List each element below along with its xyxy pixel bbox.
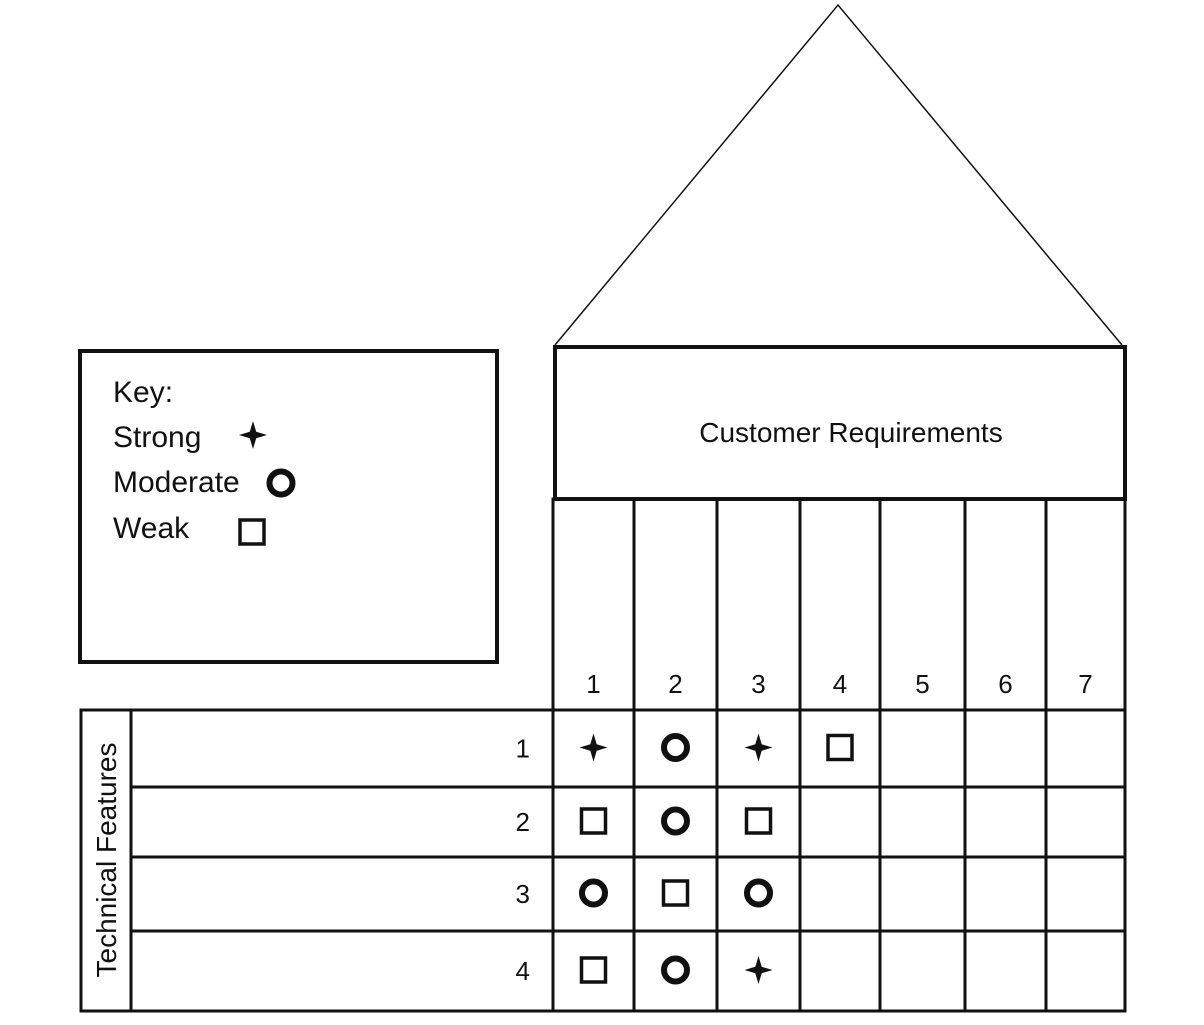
relationship-matrix (579, 733, 854, 985)
row-label: 3 (516, 879, 530, 909)
roof (554, 3, 1123, 346)
column-label: 2 (668, 669, 682, 699)
column-label: 1 (586, 669, 600, 699)
cell-r2-c3-square-icon (744, 807, 773, 835)
cell-r1-c1-star-icon (579, 733, 608, 762)
cell-r4-c1-square-icon (579, 956, 608, 984)
requirements-columns-frame (551, 497, 1127, 1013)
customer-requirements-title: Customer Requirements (699, 417, 1002, 448)
key-title: Key: (113, 376, 173, 409)
key-moderate-circle-icon (266, 468, 296, 498)
column-label: 6 (998, 669, 1012, 699)
cell-r1-c4-square-icon (826, 733, 854, 762)
cell-r3-c1-circle-icon (579, 878, 608, 908)
key-label-strong: Strong (113, 421, 201, 454)
row-label: 4 (516, 956, 530, 986)
technical-features-label: Technical Features (91, 742, 122, 977)
key-weak-square-icon (238, 518, 266, 546)
column-label: 7 (1078, 669, 1092, 699)
technical-features-rows-frame (129, 708, 555, 1013)
key-label-weak: Weak (113, 512, 190, 545)
key-box (78, 349, 499, 664)
column-label: 3 (751, 669, 765, 699)
row-labels: 1 2 3 4 (516, 734, 530, 987)
column-label: 4 (833, 669, 847, 699)
key-symbols (238, 421, 296, 546)
cell-r2-c1-square-icon (579, 807, 608, 835)
key-label-moderate: Moderate (113, 466, 240, 499)
cell-r4-c2-circle-icon (661, 955, 690, 985)
matrix-grid (131, 499, 1125, 1013)
key-strong-star-icon (239, 421, 267, 449)
cell-r3-c2-square-icon (661, 879, 690, 907)
cell-r4-c3-star-icon (744, 956, 773, 984)
cell-r2-c2-circle-icon (661, 806, 690, 836)
column-label: 5 (915, 669, 929, 699)
cell-r1-c3-star-icon (744, 733, 773, 762)
column-labels: 1 2 3 4 5 6 7 (586, 669, 1092, 699)
cell-r1-c2-circle-icon (661, 733, 690, 762)
cell-r3-c3-circle-icon (744, 878, 773, 908)
row-label: 1 (516, 734, 530, 764)
row-label: 2 (516, 807, 530, 837)
